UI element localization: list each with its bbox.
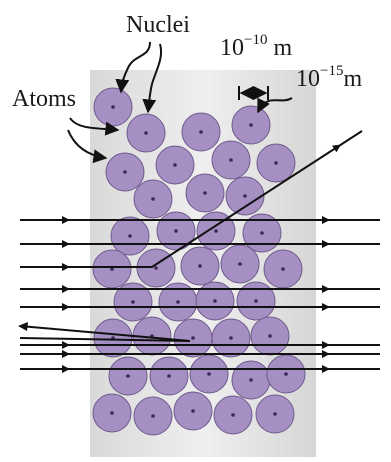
nucleus-dot: [126, 374, 130, 378]
atom-size-base: 10: [220, 35, 244, 61]
atom-size-unit: m: [267, 35, 292, 61]
atom-size-label: 10−10 m: [220, 32, 292, 61]
path-arrowhead: [62, 240, 70, 248]
path-arrowhead: [322, 341, 330, 349]
atom: [257, 144, 295, 182]
atom: [94, 319, 132, 357]
nucleus-dot: [229, 336, 233, 340]
nucleus-dot: [123, 170, 127, 174]
nucleus-size-unit: m: [343, 66, 362, 92]
nucleus-dot: [249, 378, 253, 382]
nucleus-dot: [128, 234, 132, 238]
path-arrowhead: [62, 365, 70, 373]
path-arrowhead: [322, 216, 330, 224]
path-arrowhead: [62, 216, 70, 224]
nucleus-dot: [254, 299, 258, 303]
nucleus-dot: [191, 409, 195, 413]
path-arrowhead: [322, 303, 330, 311]
path-arrowhead: [322, 350, 330, 358]
path-arrowhead: [62, 350, 70, 358]
atom: [134, 397, 172, 435]
nucleus-size-exponent: −15: [320, 63, 343, 79]
atom: [232, 106, 270, 144]
atom: [212, 141, 250, 179]
path-arrowhead: [332, 141, 343, 152]
nucleus-dot: [273, 412, 277, 416]
path-arrowhead: [322, 365, 330, 373]
nucleus-dot: [131, 300, 135, 304]
atom: [127, 114, 165, 152]
nucleus-dot: [173, 163, 177, 167]
nucleus-dot: [229, 158, 233, 162]
atom: [221, 245, 259, 283]
nucleus-size-label: 10−15m: [296, 63, 362, 92]
nucleus-dot: [284, 372, 288, 376]
atom: [109, 357, 147, 395]
nucleus-dot: [207, 372, 211, 376]
atoms-label: Atoms: [12, 86, 76, 112]
nucleus-dot: [214, 229, 218, 233]
path-arrowhead: [18, 322, 28, 331]
atom: [196, 282, 234, 320]
atom: [186, 174, 224, 212]
nucleus-dot: [151, 197, 155, 201]
atom: [174, 319, 212, 357]
nucleus-dot: [281, 267, 285, 271]
nucleus-size-base: 10: [296, 66, 320, 92]
nucleus-dot: [191, 336, 195, 340]
path-arrowhead: [62, 285, 70, 293]
nucleus-dot: [199, 130, 203, 134]
atom: [93, 394, 131, 432]
atom: [134, 180, 172, 218]
atom: [267, 355, 305, 393]
nucleus-dot: [110, 411, 114, 415]
nucleus-dot: [174, 229, 178, 233]
nucleus-dot: [203, 191, 207, 195]
atom: [150, 357, 188, 395]
atom: [111, 217, 149, 255]
nucleus-dot: [243, 194, 247, 198]
nucleus-dot: [231, 413, 235, 417]
atom: [182, 113, 220, 151]
atom: [156, 146, 194, 184]
nucleus-dot: [111, 105, 115, 109]
atom: [264, 250, 302, 288]
nucleus-dot: [213, 299, 217, 303]
atom: [226, 177, 264, 215]
nucleus-dot: [154, 266, 158, 270]
nucleus-dot: [274, 161, 278, 165]
nucleus-dot: [268, 334, 272, 338]
nucleus-dot: [260, 231, 264, 235]
atom: [232, 361, 270, 399]
path-arrowhead: [62, 263, 70, 271]
nucleus-dot: [144, 131, 148, 135]
nucleus-dot: [238, 262, 242, 266]
atom: [94, 88, 132, 126]
atom: [212, 319, 250, 357]
nucleus-dot: [249, 123, 253, 127]
nuclei-label: Nuclei: [126, 12, 190, 38]
atom: [181, 247, 219, 285]
nucleus-dot: [151, 414, 155, 418]
nucleus-dot: [176, 300, 180, 304]
path-arrowhead: [322, 240, 330, 248]
atom: [256, 395, 294, 433]
atom: [214, 396, 252, 434]
atom-size-exponent: −10: [244, 32, 267, 48]
path-arrowhead: [62, 303, 70, 311]
path-arrowhead: [62, 341, 70, 349]
path-arrowhead: [322, 285, 330, 293]
atom: [174, 392, 212, 430]
atom: [93, 250, 131, 288]
atom: [251, 317, 289, 355]
nucleus-dot: [198, 264, 202, 268]
nucleus-dot: [167, 374, 171, 378]
atom: [190, 355, 228, 393]
atom: [237, 282, 275, 320]
atom: [106, 153, 144, 191]
